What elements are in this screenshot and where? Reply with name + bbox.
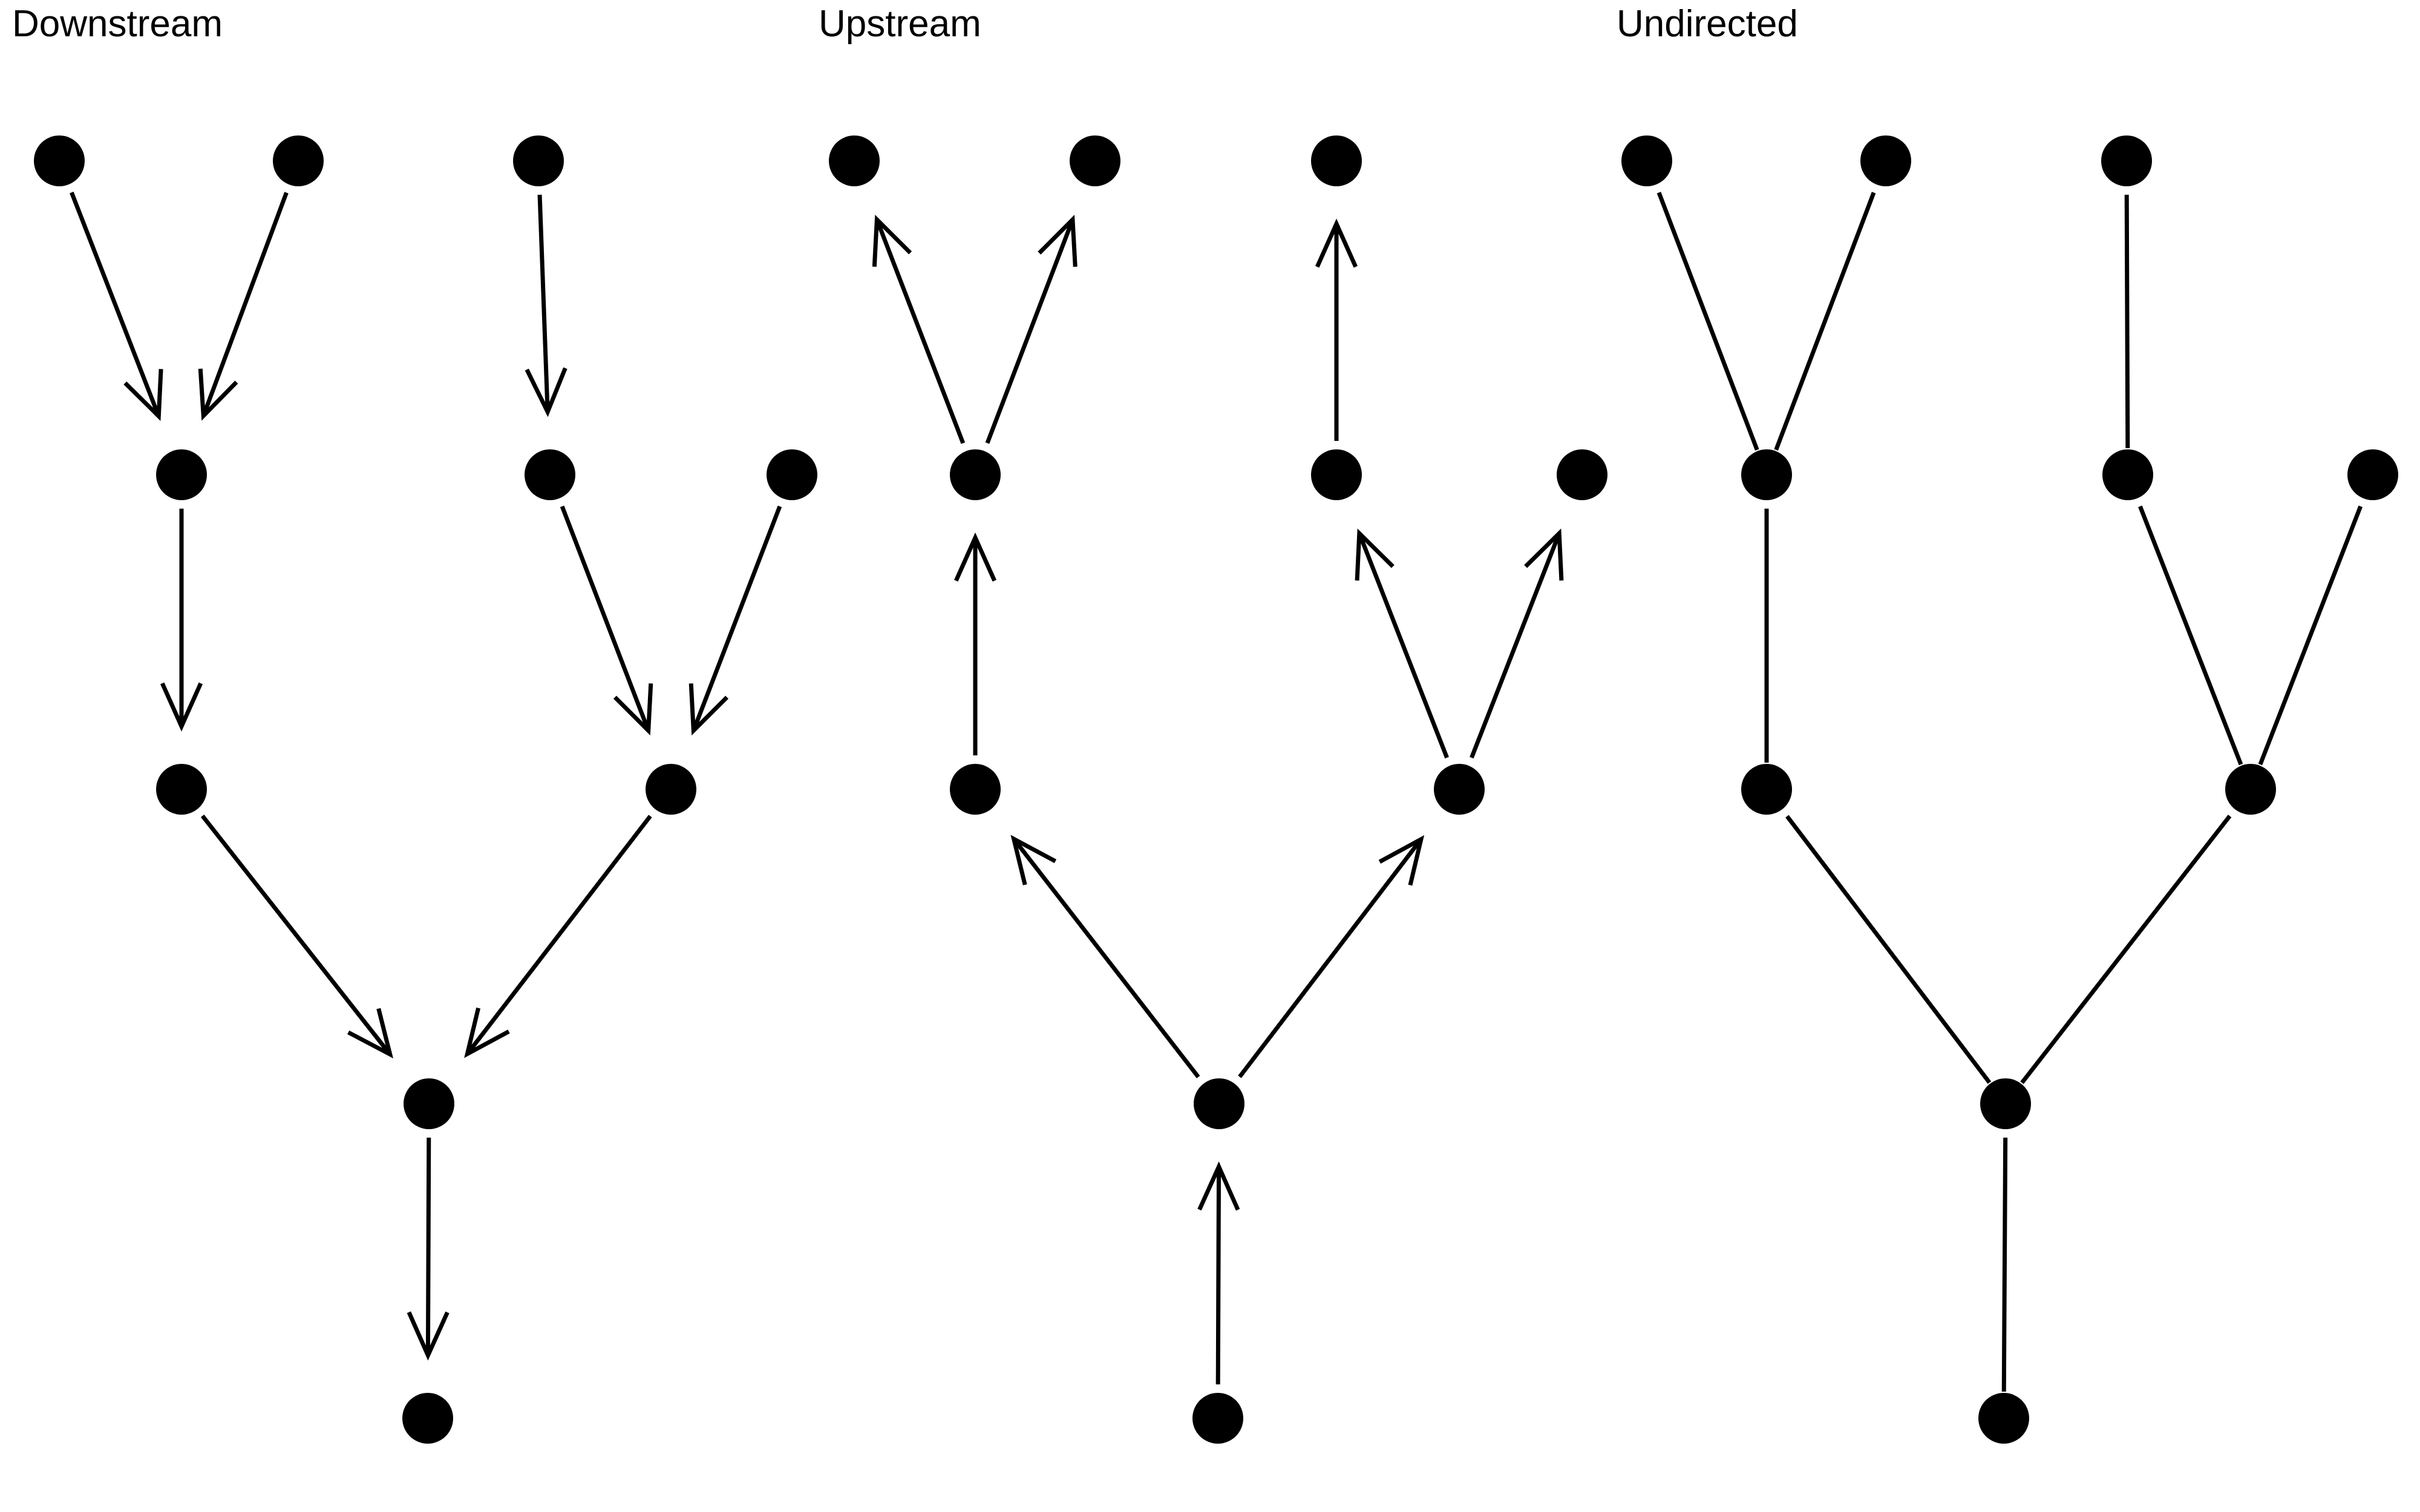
graph-edge [1357,532,1449,759]
graph-edge [1012,838,1200,1078]
graph-edge [1470,532,1562,759]
graph-edge [985,218,1075,444]
graph-edge [2020,815,2232,1084]
arrow-head-icon [123,369,163,422]
graph-node[interactable] [1192,1393,1243,1444]
graph-node[interactable] [1194,1078,1244,1129]
arrow-head-icon [407,1311,450,1361]
graph-edge [1238,838,1423,1078]
arrow-head-icon [872,215,912,267]
graph-panel-downstream: Downstream [12,3,817,1444]
graph-node[interactable] [2347,449,2398,500]
arrow-head-icon [1315,218,1358,268]
graph-node[interactable] [1311,135,1362,186]
arrow-head-icon [464,1007,510,1058]
graph-edge [1785,815,1992,1084]
arrow-head-icon [688,683,729,735]
arrow-head-icon [1524,528,1564,581]
panel-title-upstream: Upstream [819,3,981,45]
graph-node[interactable] [950,449,1001,500]
graph-node[interactable] [950,764,1001,815]
panel-title-downstream: Downstream [12,3,223,45]
arrow-head-icon [525,367,567,417]
edge-layer-downstream [70,191,782,1361]
arrow-head-icon [1378,835,1425,886]
graph-node[interactable] [273,135,324,186]
graph-edge [1774,192,1876,451]
graph-panel-undirected: Undirected [1617,3,2398,1444]
graph-edge [200,814,392,1056]
graph-node[interactable] [525,449,575,500]
graph-node[interactable] [2225,764,2276,815]
graph-node[interactable] [767,449,817,500]
graph-node[interactable] [1434,764,1485,815]
graph-node[interactable] [34,135,85,186]
graph-edge [1656,192,1759,451]
graph-edge [560,506,650,732]
arrow-head-icon [347,1008,394,1059]
graph-node[interactable] [513,135,564,186]
graph-edge [2001,1137,2008,1392]
arrow-head-icon [613,683,653,735]
graph-panel-upstream: Upstream [819,3,1607,1444]
graph-node[interactable] [2102,449,2153,500]
graph-node[interactable] [1741,449,1792,500]
graph-edge [465,815,652,1055]
graph-node[interactable] [1557,449,1607,500]
arrow-head-icon [1038,215,1078,267]
panel-title-undirected: Undirected [1617,3,1798,45]
edge-layer-upstream [872,215,1564,1385]
graph-node[interactable] [156,764,207,815]
arrow-head-icon [160,682,203,732]
graph-edge [2258,505,2363,766]
graph-edge [537,194,550,412]
edge-layer-undirected [1656,192,2363,1392]
graph-edge [2138,505,2243,766]
graph-node[interactable] [404,1078,454,1129]
graph-node[interactable] [2101,135,2152,186]
graph-node[interactable] [1860,135,1911,186]
graph-node[interactable] [156,449,207,500]
graph-node[interactable] [646,764,696,815]
arrow-head-icon [1197,1161,1240,1211]
arrow-head-icon [198,368,238,421]
node-layer-upstream [829,135,1607,1444]
graph-node[interactable] [1621,135,1672,186]
arrow-head-icon [953,532,997,582]
graph-edge [70,191,161,417]
graph-node[interactable] [829,135,880,186]
arrow-head-icon [1010,835,1057,885]
graph-node[interactable] [1741,764,1792,815]
node-layer-downstream [34,135,817,1444]
graph-node[interactable] [1311,449,1362,500]
graph-edge [201,192,289,417]
graph-node[interactable] [1978,1393,2029,1444]
node-layer-undirected [1621,135,2398,1444]
graph-edge [2124,194,2130,449]
graph-edge [692,506,782,732]
graph-node[interactable] [1070,135,1120,186]
graph-edge [875,218,966,445]
graph-node[interactable] [402,1393,453,1444]
arrow-head-icon [1355,528,1395,581]
graph-node[interactable] [1980,1078,2031,1129]
